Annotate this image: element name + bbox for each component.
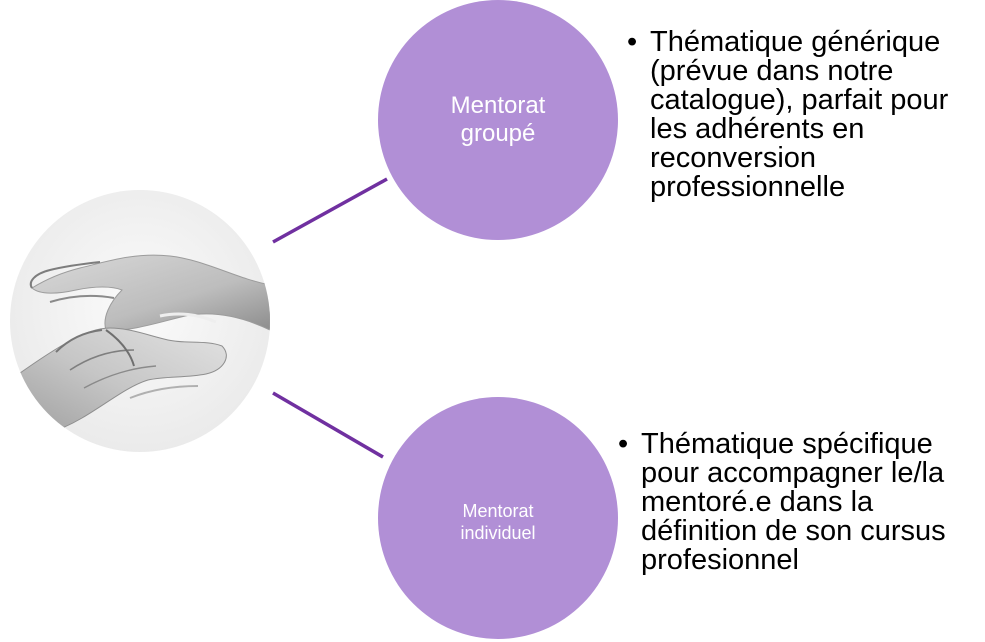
node-top-line-2: groupé [460, 120, 536, 147]
bullet-top-line-1: Thématique générique [650, 26, 941, 58]
bullet-top-line-5: reconversion [650, 142, 817, 174]
node-bottom-line-1: Mentorat [462, 501, 534, 521]
handshake-photo [10, 190, 270, 452]
bullet-bottom-line-4: définition de son cursus [641, 515, 946, 547]
node-bottom-line-2: individuel [460, 523, 536, 543]
bullet-bottom-line-3: mentoré.e dans la [641, 486, 874, 518]
mentorat-groupe-circle: Mentorat groupé [378, 0, 618, 240]
connector-bottom [272, 391, 384, 459]
bullet-bottom-line-2: pour accompagner le/la [641, 457, 945, 489]
bullet-top-line-2: (prévue dans notre [650, 55, 894, 87]
bullet-top-line-3: catalogue), parfait pour [650, 84, 949, 116]
bullet-marker: • [627, 26, 638, 58]
bullet-marker: • [618, 428, 629, 460]
node-top-line-1: Mentorat [450, 92, 546, 119]
bullet-top-line-4: les adhérents en [650, 113, 865, 145]
connector-top [272, 177, 388, 244]
bullet-bottom-line-1: Thématique spécifique [641, 428, 933, 460]
bullet-bottom-line-5: profesionnel [641, 544, 799, 576]
handshake-image [10, 190, 270, 452]
mentorat-individuel-circle: Mentorat individuel [378, 397, 618, 639]
bullet-top-line-6: professionnelle [650, 171, 846, 203]
bullet-text-bottom: • Thématique spécifique pour accompagner… [618, 430, 946, 575]
bullet-text-top: • Thématique générique (prévue dans notr… [627, 28, 948, 202]
